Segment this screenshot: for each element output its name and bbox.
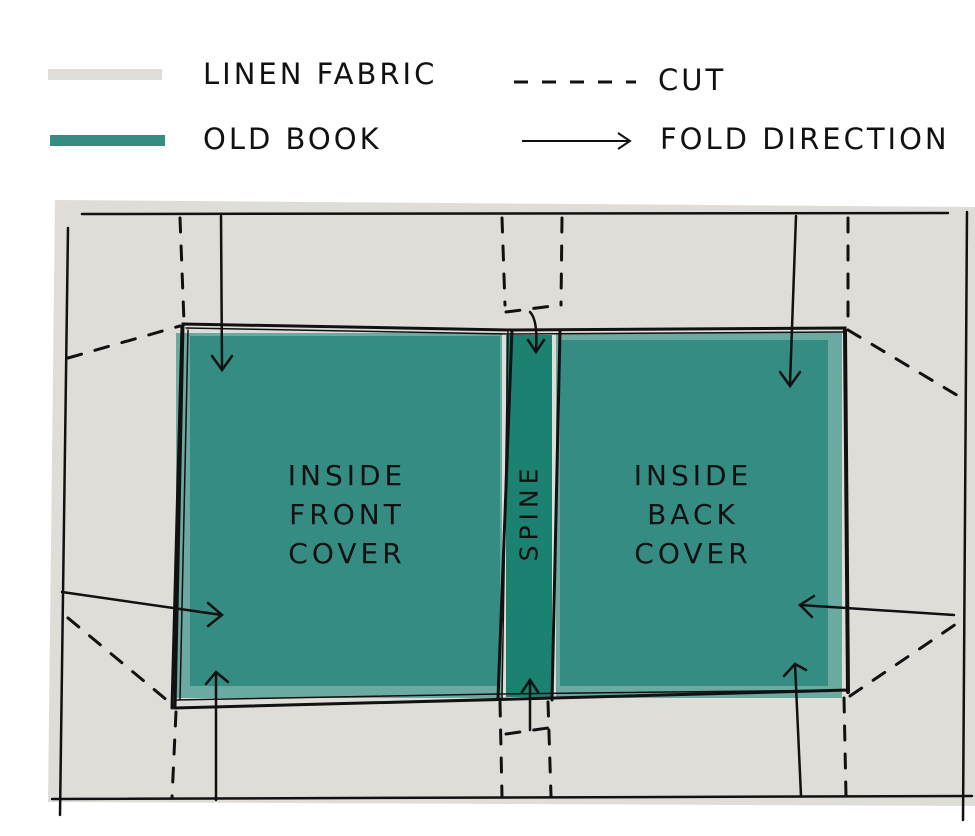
front-cover-line-3: COVER [288,537,406,570]
legend-label-old-book: OLD BOOK [203,122,382,156]
legend-label-fold-direction: FOLD DIRECTION [660,122,950,156]
back-cover-line-1: INSIDE [633,459,753,492]
spine-label: SPINE [514,463,544,562]
legend-fold-arrow-icon [522,132,632,150]
legend-swatch-old-book [50,135,165,146]
front-cover-line-1: INSIDE [287,459,407,492]
back-cover-line-2: BACK [647,498,739,531]
legend-label-linen: LINEN FABRIC [203,57,438,91]
spine-panel [506,335,552,697]
front-cover-label: INSIDE FRONT COVER [252,456,442,573]
legend-cut-dashes-icon [514,80,636,84]
back-cover [560,340,828,686]
back-cover-line-3: COVER [634,537,752,570]
legend-label-cut: CUT [658,63,727,97]
front-cover-line-2: FRONT [289,498,405,531]
back-cover-label: INSIDE BACK COVER [598,456,788,573]
front-cover [190,336,500,686]
legend-swatch-linen [48,69,162,80]
